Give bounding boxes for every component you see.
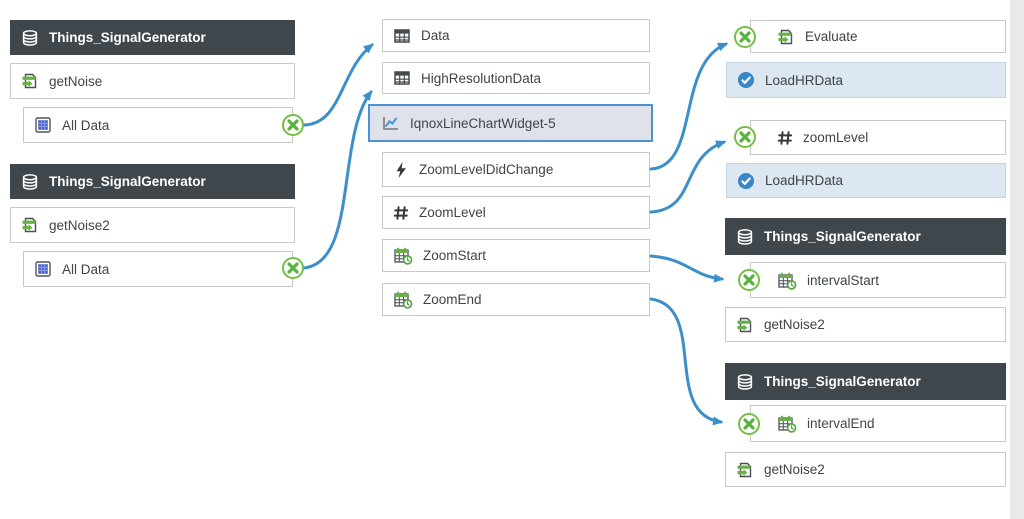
table-icon xyxy=(393,69,411,87)
widget-node-selected[interactable]: IqnoxLineChartWidget-5 xyxy=(368,104,653,142)
arrow-event-to-evaluate xyxy=(649,42,729,171)
calendar-clock-icon xyxy=(393,246,413,265)
target-param-intervalstart[interactable]: intervalStart xyxy=(750,262,1006,298)
target-param-label: intervalStart xyxy=(807,272,880,288)
service-icon xyxy=(21,72,39,90)
handler-loadhrdata-2[interactable]: LoadHRData xyxy=(726,163,1006,198)
service-name: getNoise2 xyxy=(49,217,110,233)
service-icon xyxy=(736,316,754,334)
handler-label: LoadHRData xyxy=(765,72,844,88)
check-circle-icon xyxy=(737,71,755,89)
entity-header[interactable]: Things_SignalGenerator xyxy=(725,218,1006,255)
x-circle-icon[interactable] xyxy=(282,114,304,136)
arrow-zoomlevel-to-param xyxy=(649,140,727,214)
target-service-evaluate[interactable]: Evaluate xyxy=(750,20,1006,53)
binding-source-label: All Data xyxy=(62,117,110,133)
x-circle-icon[interactable] xyxy=(738,413,760,435)
entity-name: Things_SignalGenerator xyxy=(49,30,206,45)
service-node-getnoise[interactable]: getNoise xyxy=(10,63,295,99)
service-icon xyxy=(777,28,795,46)
target-service-label: Evaluate xyxy=(805,29,858,44)
x-circle-icon[interactable] xyxy=(734,26,756,48)
service-node-getnoise2[interactable]: getNoise2 xyxy=(10,207,295,243)
hash-icon xyxy=(777,130,793,146)
property-label: ZoomLevel xyxy=(419,205,486,220)
widget-property-zoomend[interactable]: ZoomEnd xyxy=(382,283,650,316)
infotable-icon xyxy=(34,260,52,278)
widget-name: IqnoxLineChartWidget-5 xyxy=(410,115,556,131)
x-circle-icon[interactable] xyxy=(738,269,760,291)
widget-property-highresolutiondata[interactable]: HighResolutionData xyxy=(382,62,650,94)
service-name: getNoise xyxy=(49,73,103,89)
database-icon xyxy=(736,373,754,391)
calendar-clock-icon xyxy=(777,414,797,433)
target-service-getnoise2[interactable]: getNoise2 xyxy=(725,307,1006,342)
calendar-clock-icon xyxy=(393,290,413,309)
widget-property-zoomlevel[interactable]: ZoomLevel xyxy=(382,196,650,229)
x-circle-icon[interactable] xyxy=(282,257,304,279)
service-icon xyxy=(736,461,754,479)
property-label: Data xyxy=(421,28,450,43)
arrow-zoomstart-to-intervalstart xyxy=(649,254,725,283)
lightning-icon xyxy=(393,161,409,179)
database-icon xyxy=(736,228,754,246)
binding-source-label: All Data xyxy=(62,261,110,277)
service-icon xyxy=(21,216,39,234)
target-param-intervalend[interactable]: intervalEnd xyxy=(750,405,1006,442)
arrow-zoomend-to-intervalend xyxy=(649,297,724,426)
entity-name: Things_SignalGenerator xyxy=(764,374,921,389)
property-label: HighResolutionData xyxy=(421,70,542,86)
widget-property-zoomstart[interactable]: ZoomStart xyxy=(382,239,650,272)
entity-name: Things_SignalGenerator xyxy=(49,174,206,189)
line-chart-icon xyxy=(380,114,400,132)
vertical-scrollbar[interactable] xyxy=(1010,0,1024,519)
calendar-clock-icon xyxy=(777,271,797,290)
widget-event-zoomleveldidchange[interactable]: ZoomLevelDidChange xyxy=(382,152,650,187)
binding-source-alldata-2[interactable]: All Data xyxy=(23,251,293,287)
target-param-label: zoomLevel xyxy=(803,130,869,145)
widget-property-data[interactable]: Data xyxy=(382,19,650,52)
handler-loadhrdata-1[interactable]: LoadHRData xyxy=(726,62,1006,98)
database-icon xyxy=(21,173,39,191)
entity-header[interactable]: Things_SignalGenerator xyxy=(725,363,1006,400)
property-label: ZoomStart xyxy=(423,248,487,263)
infotable-icon xyxy=(34,116,52,134)
target-param-label: intervalEnd xyxy=(807,416,875,431)
arrow-alldata2-to-hrdata xyxy=(302,90,373,270)
property-label: ZoomEnd xyxy=(423,292,482,307)
arrow-alldata1-to-data xyxy=(302,43,374,127)
event-label: ZoomLevelDidChange xyxy=(419,162,554,177)
binding-source-alldata-1[interactable]: All Data xyxy=(23,107,293,143)
handler-label: LoadHRData xyxy=(765,173,844,188)
entity-header[interactable]: Things_SignalGenerator xyxy=(10,20,295,55)
x-circle-icon[interactable] xyxy=(734,126,756,148)
database-icon xyxy=(21,29,39,47)
hash-icon xyxy=(393,205,409,221)
entity-name: Things_SignalGenerator xyxy=(764,229,921,244)
target-service-label: getNoise2 xyxy=(764,462,825,477)
check-circle-icon xyxy=(737,172,755,190)
target-param-zoomlevel[interactable]: zoomLevel xyxy=(750,120,1006,155)
entity-header[interactable]: Things_SignalGenerator xyxy=(10,164,295,199)
target-service-label: getNoise2 xyxy=(764,317,825,332)
target-service-getnoise2[interactable]: getNoise2 xyxy=(725,452,1006,487)
table-icon xyxy=(393,27,411,45)
